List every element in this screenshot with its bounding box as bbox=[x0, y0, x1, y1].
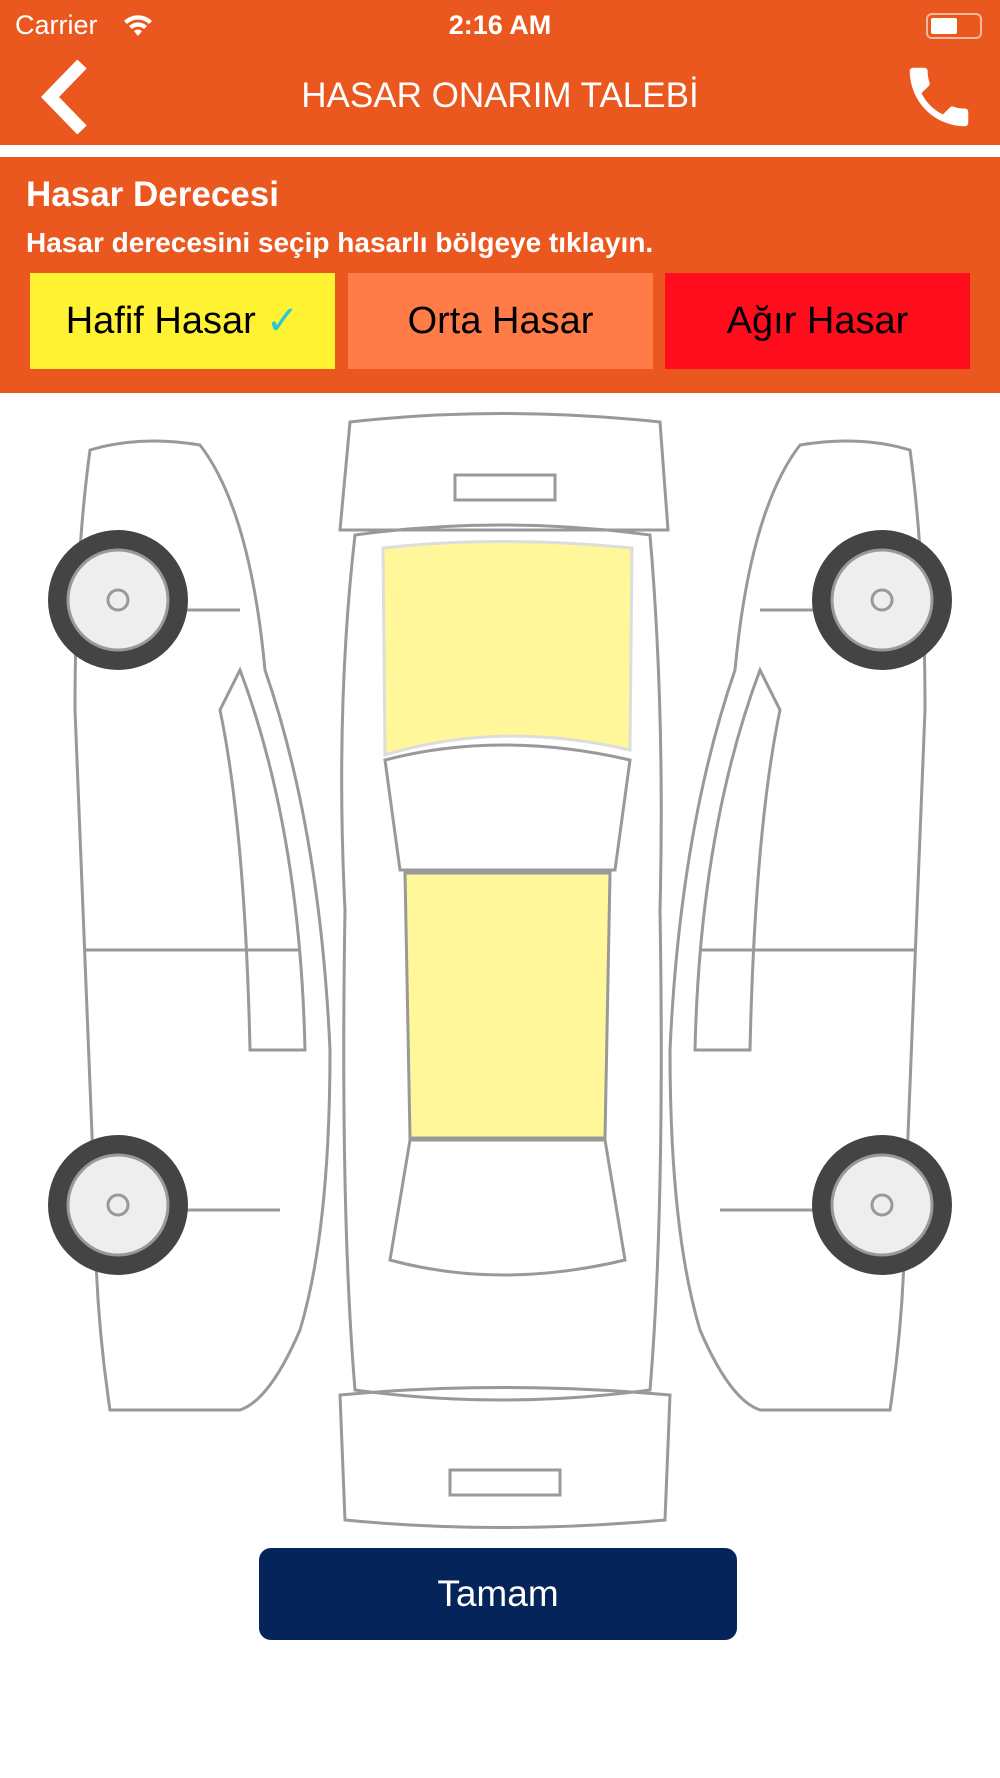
medium-damage-label: Orta Hasar bbox=[407, 299, 594, 342]
damage-level-instructions: Hasar derecesini seçip hasarlı bölgeye t… bbox=[26, 227, 654, 258]
roof-region bbox=[403, 871, 612, 1140]
light-damage-button[interactable]: Hafif Hasar✓ bbox=[30, 273, 335, 369]
wifi-icon bbox=[124, 15, 152, 37]
heavy-damage-label: Ağır Hasar bbox=[726, 299, 909, 342]
light-damage-label: Hafif Hasar bbox=[65, 299, 256, 342]
back-chevron-icon[interactable] bbox=[38, 60, 88, 134]
divider bbox=[0, 145, 1000, 157]
heavy-damage-button[interactable]: Ağır Hasar bbox=[665, 273, 970, 369]
phone-icon[interactable] bbox=[900, 58, 978, 136]
medium-damage-button[interactable]: Orta Hasar bbox=[348, 273, 653, 369]
status-bar: Carrier 2:16 AM bbox=[0, 8, 1000, 44]
damage-level-panel: Hasar Derecesi Hasar derecesini seçip ha… bbox=[0, 157, 1000, 393]
car-diagram[interactable] bbox=[0, 410, 1000, 1530]
clock: 2:16 AM bbox=[448, 10, 552, 40]
confirm-button[interactable]: Tamam bbox=[259, 1548, 737, 1640]
battery-icon bbox=[926, 13, 982, 39]
car-right-side[interactable] bbox=[668, 439, 952, 1412]
hood-region bbox=[381, 540, 634, 758]
page-title: HASAR ONARIM TALEBİ bbox=[301, 76, 699, 115]
header: Carrier 2:16 AM HASAR ONARIM TALEBİ bbox=[0, 0, 1000, 145]
damage-level-title: Hasar Derecesi bbox=[26, 175, 279, 214]
car-left-side[interactable] bbox=[48, 439, 332, 1412]
carrier-label: Carrier bbox=[15, 10, 98, 40]
check-icon: ✓ bbox=[265, 299, 300, 343]
car-top-view[interactable] bbox=[338, 412, 672, 1529]
